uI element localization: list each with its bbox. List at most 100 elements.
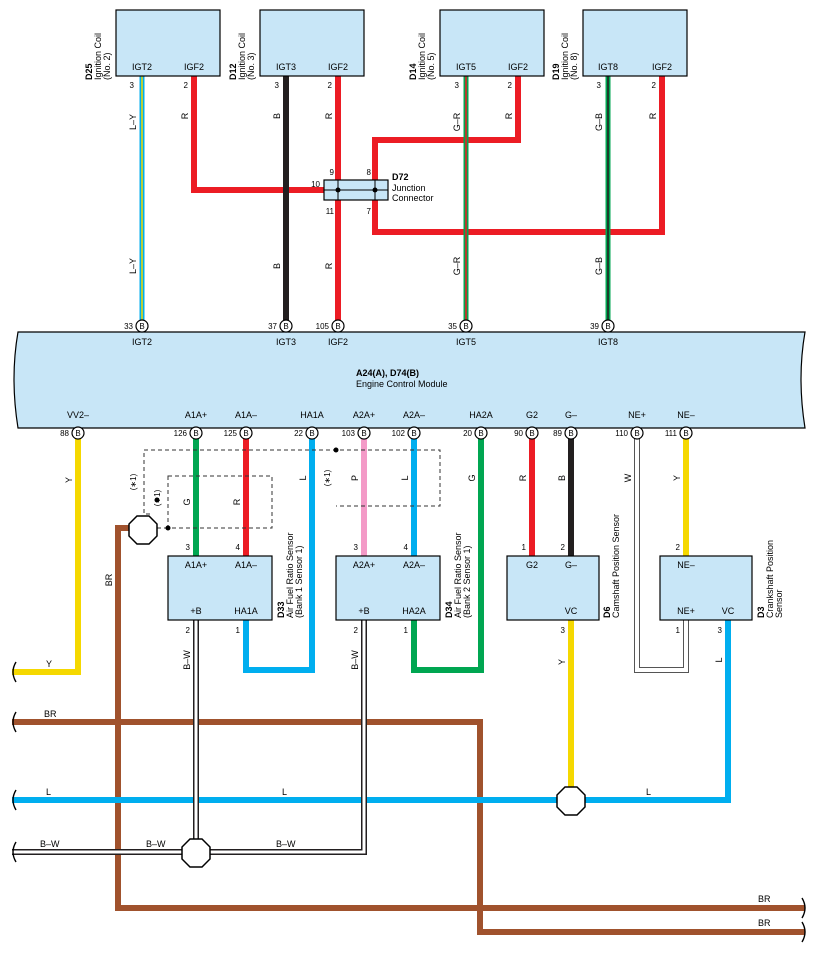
label-sensors-3-sub: Sensor xyxy=(774,589,784,618)
label-b-2: B xyxy=(272,263,282,269)
coil-d25-p2: 2 xyxy=(184,81,189,90)
label-ecm-top_pins-1-label: IGT3 xyxy=(276,337,296,347)
label-r-5: R xyxy=(648,112,658,119)
coil-d12-code: D12 xyxy=(228,63,238,80)
label-ecm-bottom_pins-3-num: 22 xyxy=(294,429,303,438)
label-sensors-2-p3: 3 xyxy=(561,626,566,635)
label-gb-2: G–B xyxy=(594,257,604,275)
label-wire_labels-br: BR xyxy=(104,573,114,586)
label-ecm-bottom_pins-2-conn: B xyxy=(243,429,248,438)
label-wire_labels-bw: B–W xyxy=(146,839,166,849)
coil-d14-t2: IGF2 xyxy=(508,62,528,72)
label-ecm-top_pins-3-label: IGT5 xyxy=(456,337,476,347)
label-ecm-bottom_pins-1-label: A1A+ xyxy=(185,410,207,420)
label-ecm-top_pins-2-conn: B xyxy=(335,322,340,331)
wire-l-main xyxy=(12,620,731,803)
label-ecm-bottom_pins-4-num: 103 xyxy=(342,429,356,438)
wire-igf2-coil4 xyxy=(372,76,665,235)
coil-d19: IGT8 IGF2 3 2 D19 Ignition Coil (No. 8) xyxy=(551,9,688,90)
label-ecm-bottom_pins-7-conn: B xyxy=(529,429,534,438)
coil-d19-t1: IGT8 xyxy=(598,62,618,72)
label-ecm-bottom_pins-10-conn: B xyxy=(683,429,688,438)
wire-igf2-coil3 xyxy=(372,76,521,180)
label-sensors-3-p3: 3 xyxy=(718,626,723,635)
label-sensors-3-t1: NE– xyxy=(677,560,695,570)
label-gr-1: G–R xyxy=(452,112,462,131)
sensor-d34: A2A+ A2A– +B HA2A 3 4 2 1 D34 Air Fuel R… xyxy=(335,532,472,635)
label-wire_labels-y: Y xyxy=(557,659,567,665)
label-wire_labels-g: G xyxy=(182,498,192,505)
shield-note-3: (∗1) xyxy=(323,469,332,486)
label-wire_labels-br: BR xyxy=(44,709,57,719)
label-sensors-0-t4: HA1A xyxy=(234,606,258,616)
coil-d14-p1: 3 xyxy=(455,81,460,90)
coil-d19-p1: 3 xyxy=(597,81,602,90)
wire-bw xyxy=(12,620,367,855)
label-ecm-bottom_pins-7-num: 90 xyxy=(514,429,523,438)
label-sensors-3-p1: 2 xyxy=(676,543,681,552)
label-ecm-top_pins-2-label: IGF2 xyxy=(328,337,348,347)
coil-d14-t1: IGT5 xyxy=(456,62,476,72)
label-sensors-1-name: Air Fuel Ratio Sensor xyxy=(453,532,463,618)
coil-d25: IGT2 IGF2 3 2 D25 Ignition Coil (No. 2) xyxy=(84,9,221,90)
label-ecm-bottom_pins-0-num: 88 xyxy=(60,429,69,438)
wire-ha1a xyxy=(243,436,315,673)
pin-35: B 35 IGT5 xyxy=(448,319,476,347)
sensor-d3: NE– NE+ VC 2 1 3 D3 Crankshaft Position … xyxy=(659,540,784,635)
label-sensors-2-code: D6 xyxy=(602,606,612,618)
junction-pin-7: 7 xyxy=(367,207,372,216)
shield-note-2: (∗1) xyxy=(153,489,162,506)
label-sensors-2-t1: G2 xyxy=(526,560,538,570)
label-ecm-bottom_pins-5-conn: B xyxy=(411,429,416,438)
label-ecm-top_pins-3-num: 35 xyxy=(448,322,457,331)
junction-code: D72 xyxy=(392,172,409,182)
label-sensors-0-p2: 4 xyxy=(236,543,241,552)
label-wire_labels-r: R xyxy=(232,498,242,505)
label-sensors-0-t3: +B xyxy=(190,606,201,616)
label-ecm-top_pins-0-conn: B xyxy=(139,322,144,331)
coil-d19-sub: (No. 8) xyxy=(569,52,579,80)
label-ecm-top_pins-4-conn: B xyxy=(605,322,610,331)
label-ecm-bottom_pins-6-conn: B xyxy=(478,429,483,438)
coil-d25-t2: IGF2 xyxy=(184,62,204,72)
label-sensors-1-t4: HA2A xyxy=(402,606,426,616)
label-wire_labels-y: Y xyxy=(46,659,52,669)
label-sensors-2-p2: 2 xyxy=(561,543,566,552)
label-wire_labels-l: L xyxy=(714,657,724,662)
label-b-1: B xyxy=(272,113,282,119)
shield-junction-dot xyxy=(165,525,171,531)
label-ecm-bottom_pins-0-label: VV2– xyxy=(67,410,89,420)
label-wire_labels-l: L xyxy=(282,787,287,797)
junction-name2: Connector xyxy=(392,193,434,203)
label-ecm-bottom_pins-5-num: 102 xyxy=(392,429,406,438)
label-ecm-bottom_pins-3-label: HA1A xyxy=(300,410,324,420)
label-r-4: R xyxy=(504,112,514,119)
sensor-d33: A1A+ A1A– +B HA1A 3 4 2 1 D33 Air Fuel R… xyxy=(167,532,304,635)
upper-wire-labels: L–Y L–Y R B B R R G–R G–R R G–B G–B R xyxy=(128,112,658,275)
wire-y-vv2 xyxy=(12,436,81,675)
label-ecm-top_pins-1-conn: B xyxy=(283,322,288,331)
label-r-2: R xyxy=(324,112,334,119)
label-wire_labels-l: L xyxy=(400,475,410,480)
label-ecm-bottom_pins-10-label: NE– xyxy=(677,410,695,420)
label-wire_labels-bw: B–W xyxy=(350,650,360,670)
junction-pin-11: 11 xyxy=(326,207,335,216)
coil-d12: IGT3 IGF2 3 2 D12 Ignition Coil (No. 3) xyxy=(228,9,365,90)
coil-d14-name: Ignition Coil xyxy=(417,33,427,80)
lower-wire-labels: Y G R L P L G R B W Y BR B–W B–W Y L Y B… xyxy=(40,473,771,928)
label-gb-1: G–B xyxy=(594,113,604,131)
label-wire_labels-br: BR xyxy=(758,918,771,928)
label-wire_labels-y: Y xyxy=(672,475,682,481)
coil-d12-t1: IGT3 xyxy=(276,62,296,72)
label-ecm-bottom_pins-2-num: 125 xyxy=(224,429,238,438)
label-ecm-bottom_pins-6-num: 20 xyxy=(463,429,472,438)
junction-pin-10: 10 xyxy=(311,180,320,189)
